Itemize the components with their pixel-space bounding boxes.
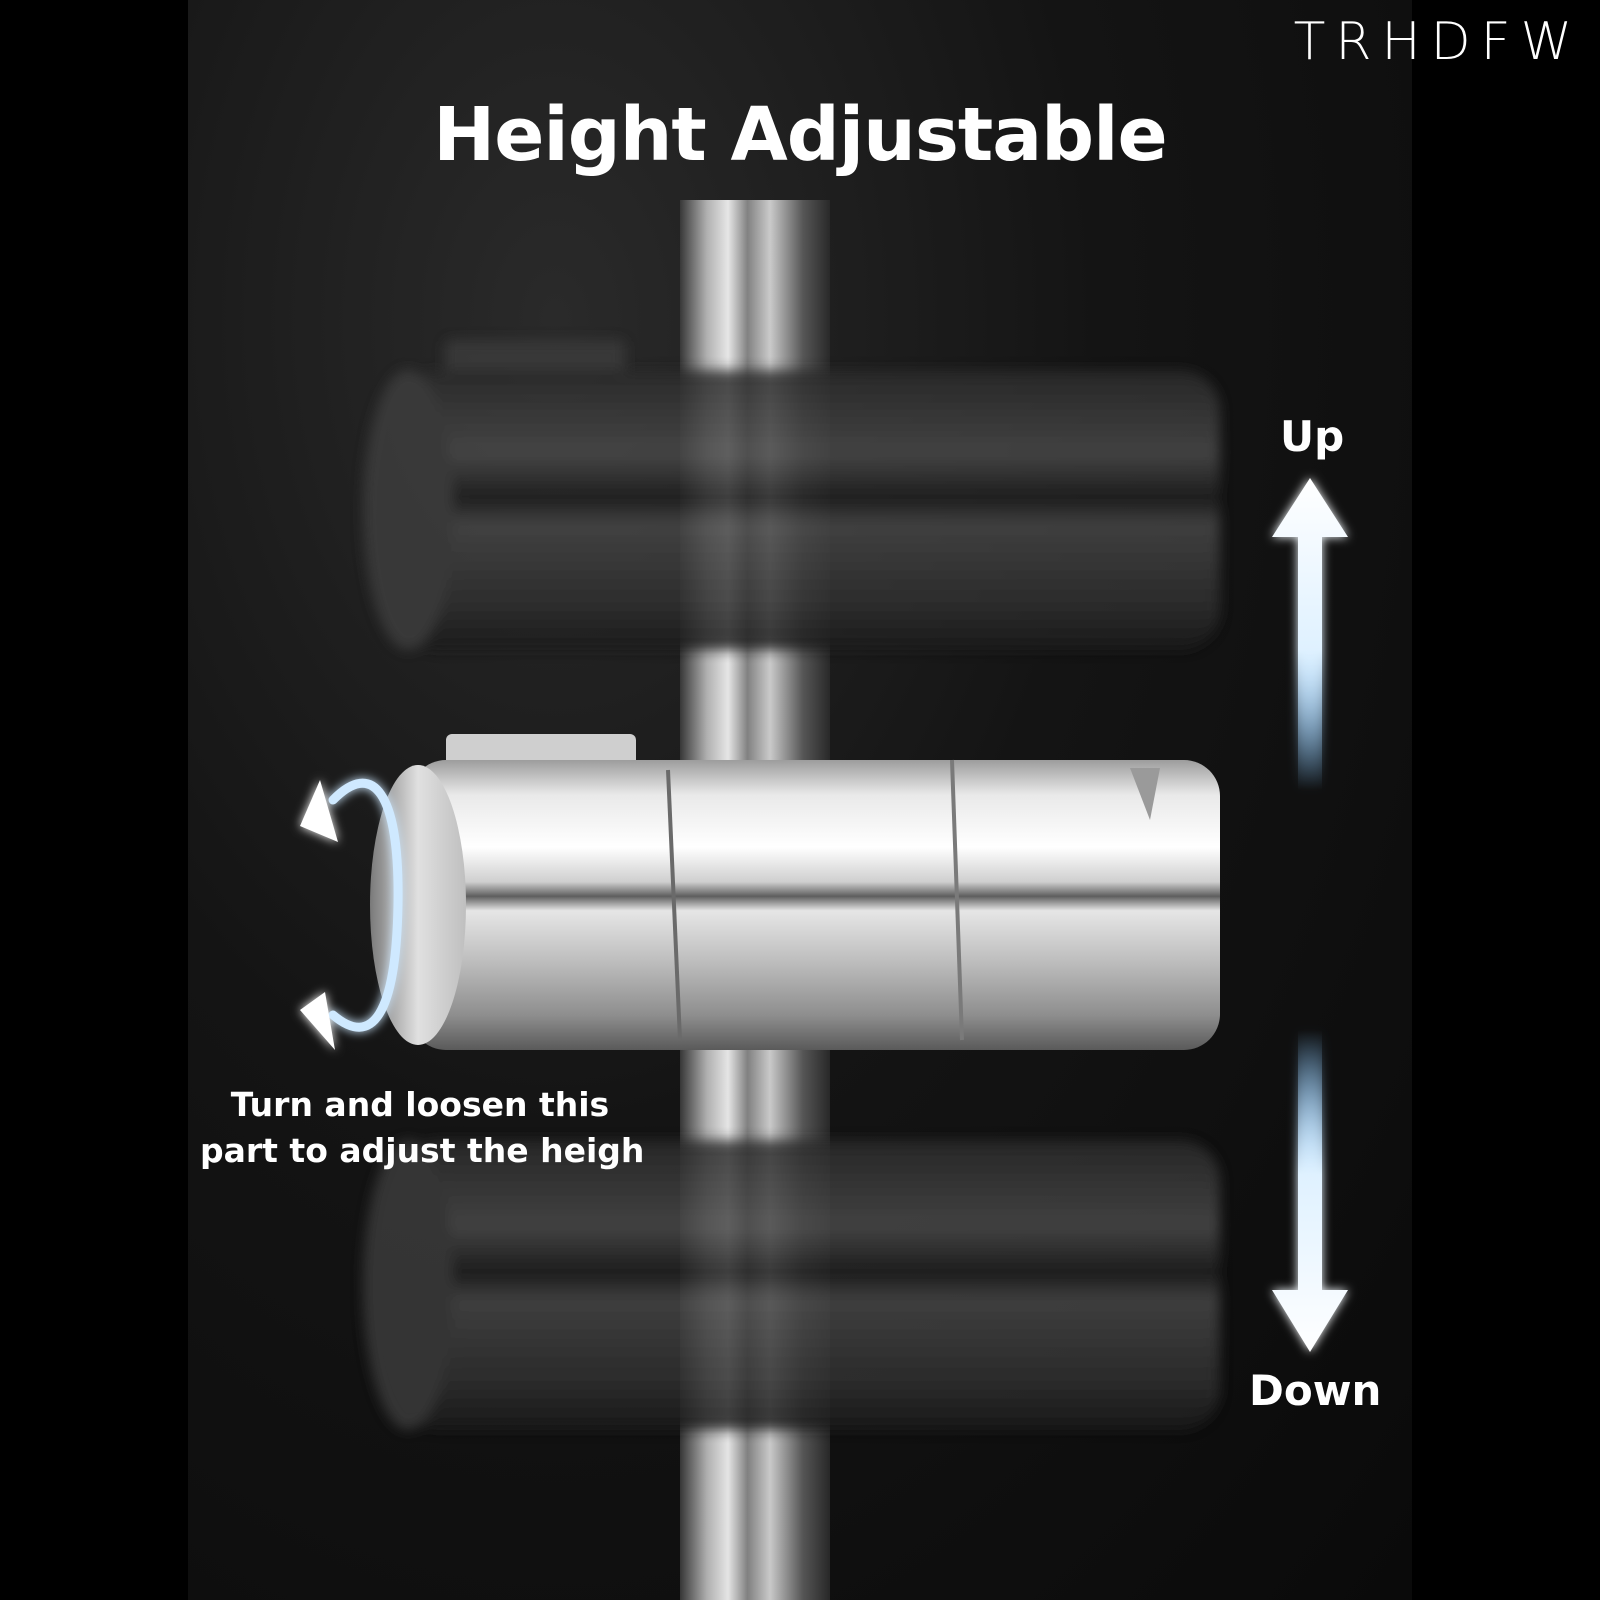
down-label: Down xyxy=(1249,1366,1382,1415)
ghost-holder-upper xyxy=(363,340,1220,650)
rotate-arrows-icon xyxy=(300,778,403,1050)
instruction-caption: Turn and loosen this part to adjust the … xyxy=(200,1082,645,1174)
up-label: Up xyxy=(1280,412,1345,461)
instruction-line-1: Turn and loosen this xyxy=(230,1085,610,1124)
page-title: Height Adjustable xyxy=(433,92,1167,178)
brand-logo: TRHDFW xyxy=(1293,12,1582,72)
shower-head-holder xyxy=(410,734,1220,1050)
ghost-holder-lower xyxy=(363,1140,1220,1430)
arrow-up-icon xyxy=(1272,478,1348,790)
instruction-line-2: part to adjust the heigh xyxy=(200,1131,645,1170)
arrow-down-icon xyxy=(1272,1030,1348,1352)
